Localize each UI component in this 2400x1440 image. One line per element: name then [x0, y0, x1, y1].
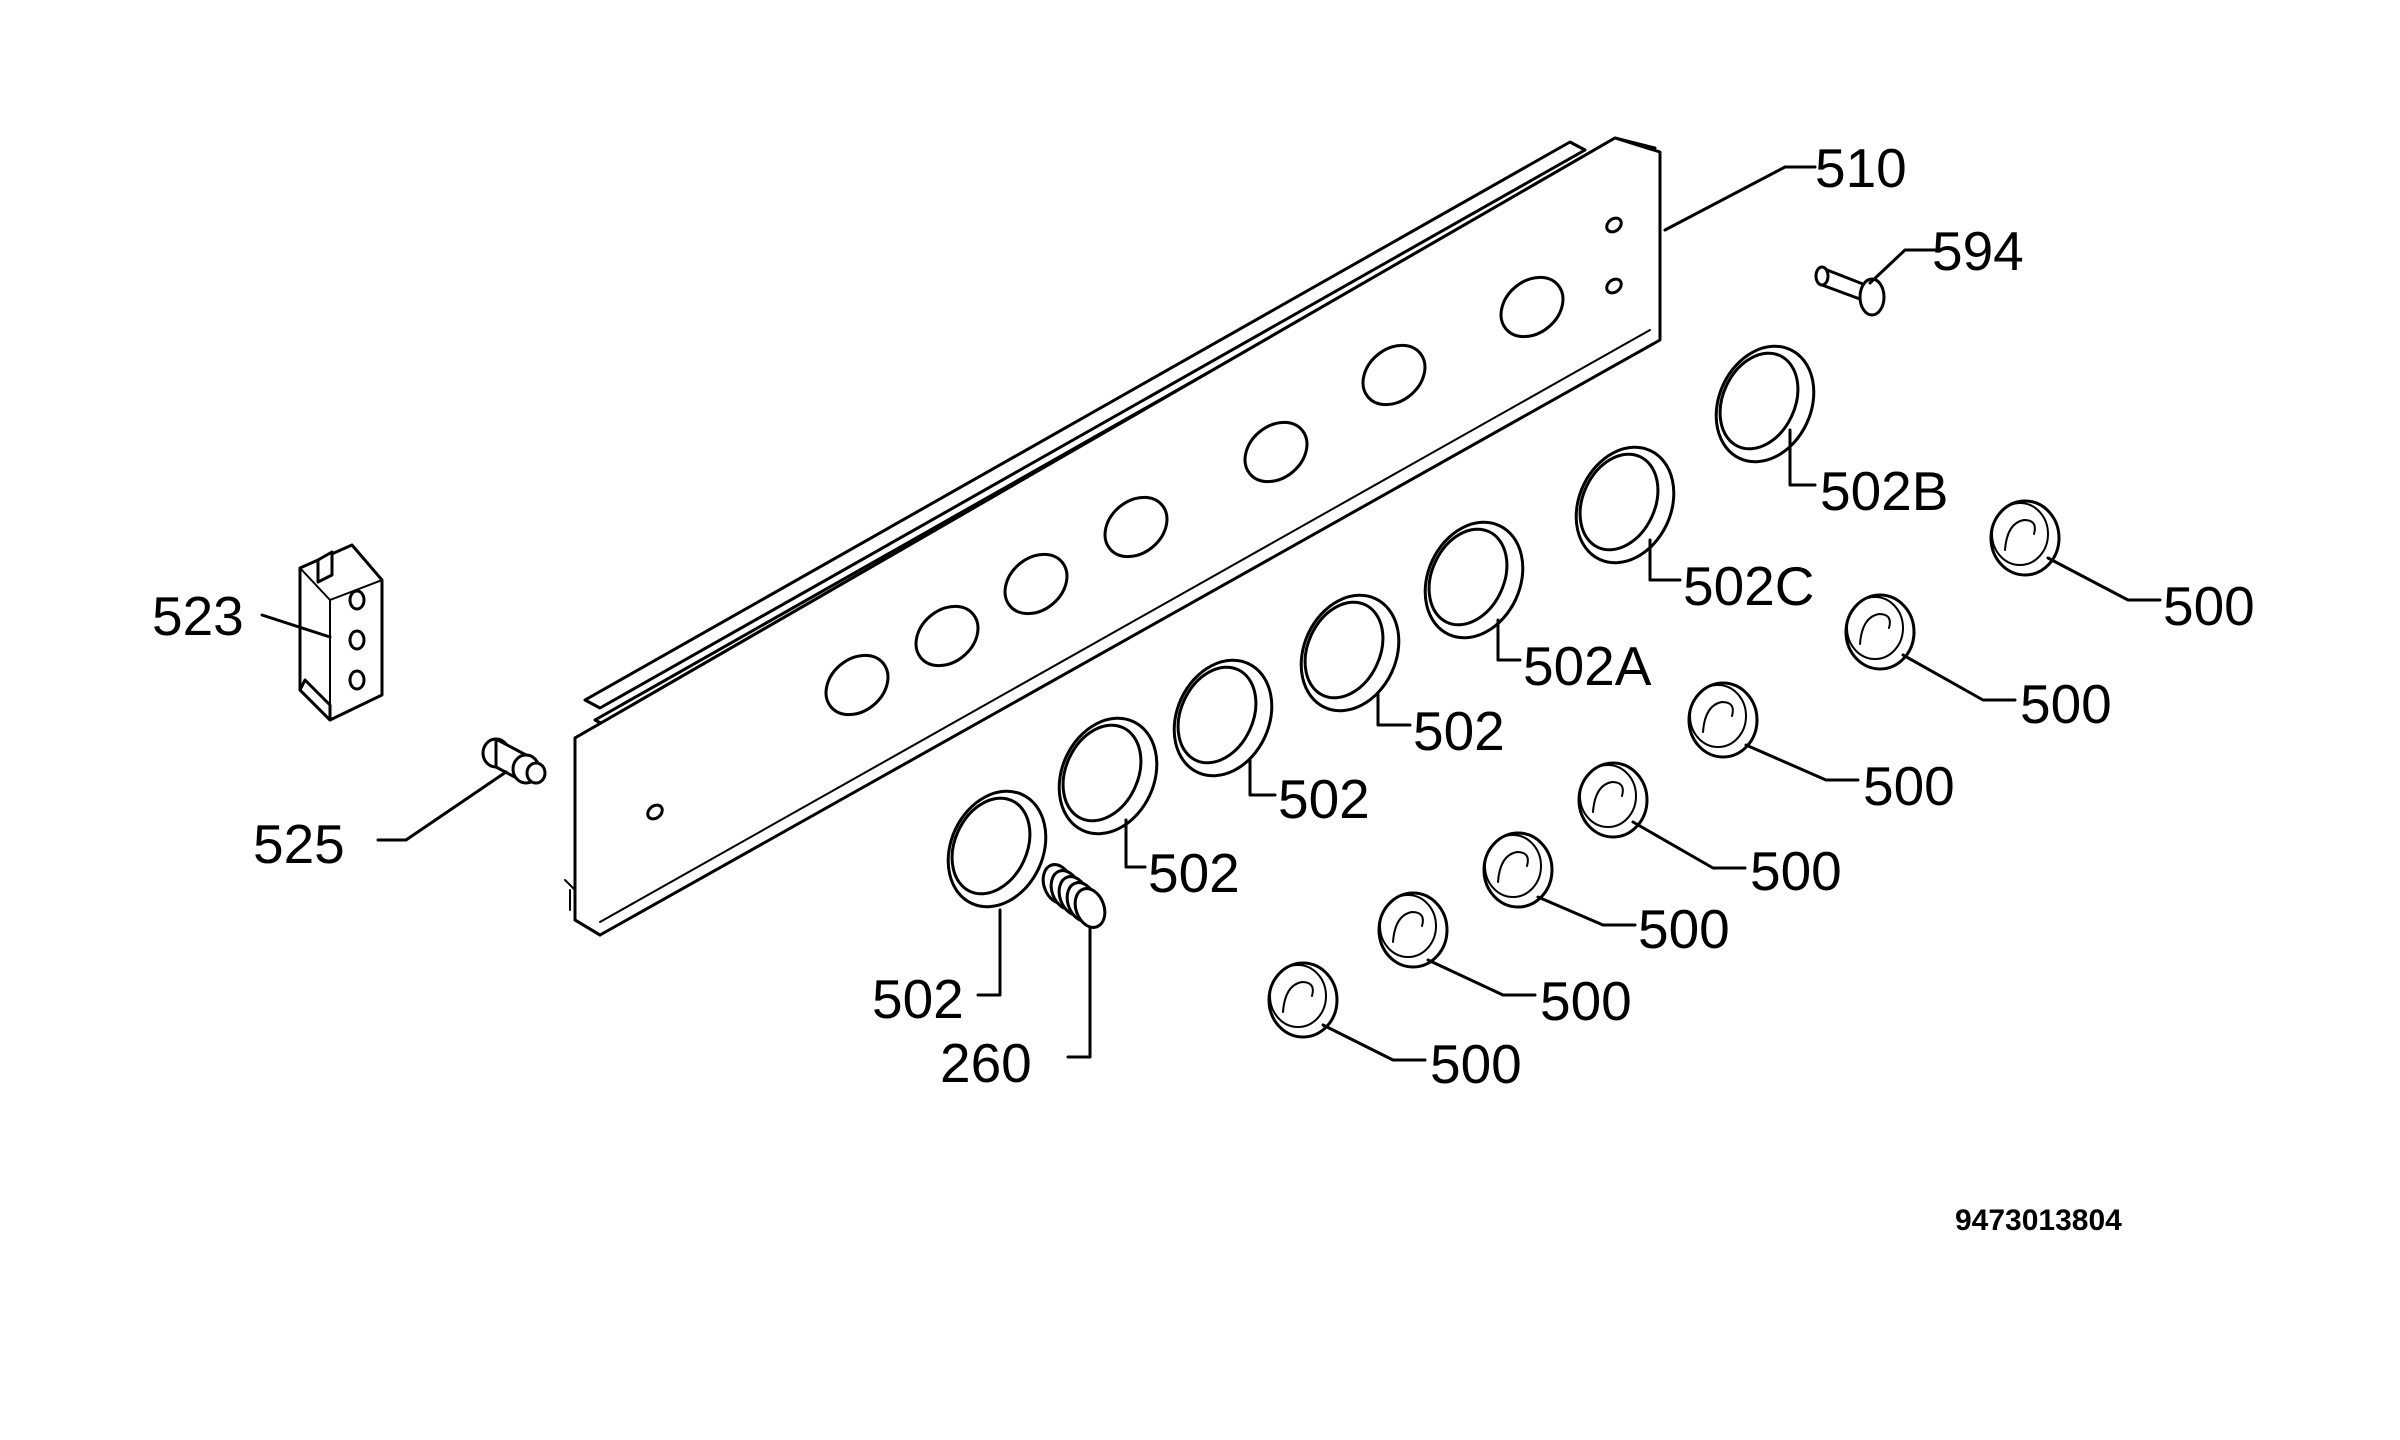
label-500-2: 500 — [1540, 970, 1632, 1032]
label-525: 525 — [253, 813, 345, 875]
label-523: 523 — [152, 585, 244, 647]
label-502-3: 502 — [1278, 768, 1370, 830]
bezel-ring-502a — [1423, 520, 1525, 640]
label-502c: 502C — [1683, 555, 1814, 617]
knob-500-3 — [1482, 831, 1554, 909]
label-260: 260 — [940, 1032, 1032, 1094]
label-502-4: 502 — [1413, 700, 1505, 762]
label-500-1: 500 — [1430, 1033, 1522, 1095]
knob-500-4 — [1577, 761, 1649, 839]
bezel-rings — [946, 344, 1816, 909]
spring-260 — [1041, 863, 1107, 929]
label-500-4: 500 — [1750, 840, 1842, 902]
label-502a: 502A — [1523, 635, 1652, 697]
label-502-2: 502 — [1148, 842, 1240, 904]
control-knobs — [1267, 499, 2061, 1039]
label-510: 510 — [1815, 137, 1907, 199]
knob-500-5 — [1687, 681, 1759, 759]
bezel-ring-502b — [1714, 344, 1816, 464]
knob-500-6 — [1844, 593, 1916, 671]
knob-500-2 — [1377, 891, 1449, 969]
label-500-3: 500 — [1638, 898, 1730, 960]
knob-500-7 — [1989, 499, 2061, 577]
knob-500-1 — [1267, 961, 1339, 1039]
label-500-7: 500 — [2163, 575, 2255, 637]
label-502-1: 502 — [872, 968, 964, 1030]
label-594: 594 — [1932, 220, 2024, 282]
leader-lines — [260, 165, 2162, 1062]
label-500-5: 500 — [1863, 755, 1955, 817]
bezel-ring-502-3 — [1172, 658, 1274, 778]
bezel-ring-502-1 — [946, 789, 1048, 909]
label-500-6: 500 — [2020, 673, 2112, 735]
label-502b: 502B — [1820, 460, 1948, 522]
bezel-ring-502c — [1574, 445, 1676, 565]
pin-594 — [1814, 265, 1886, 317]
part-labels: 510 594 502B 502C 502A 502 502 502 502 2… — [152, 137, 2255, 1237]
bezel-ring-502-4 — [1299, 593, 1401, 713]
control-panel-510 — [564, 136, 1662, 937]
bezel-ring-502-2 — [1057, 716, 1159, 836]
bracket-523 — [298, 543, 384, 722]
document-number: 9473013804 — [1955, 1204, 2122, 1237]
spacer-525 — [481, 737, 547, 785]
